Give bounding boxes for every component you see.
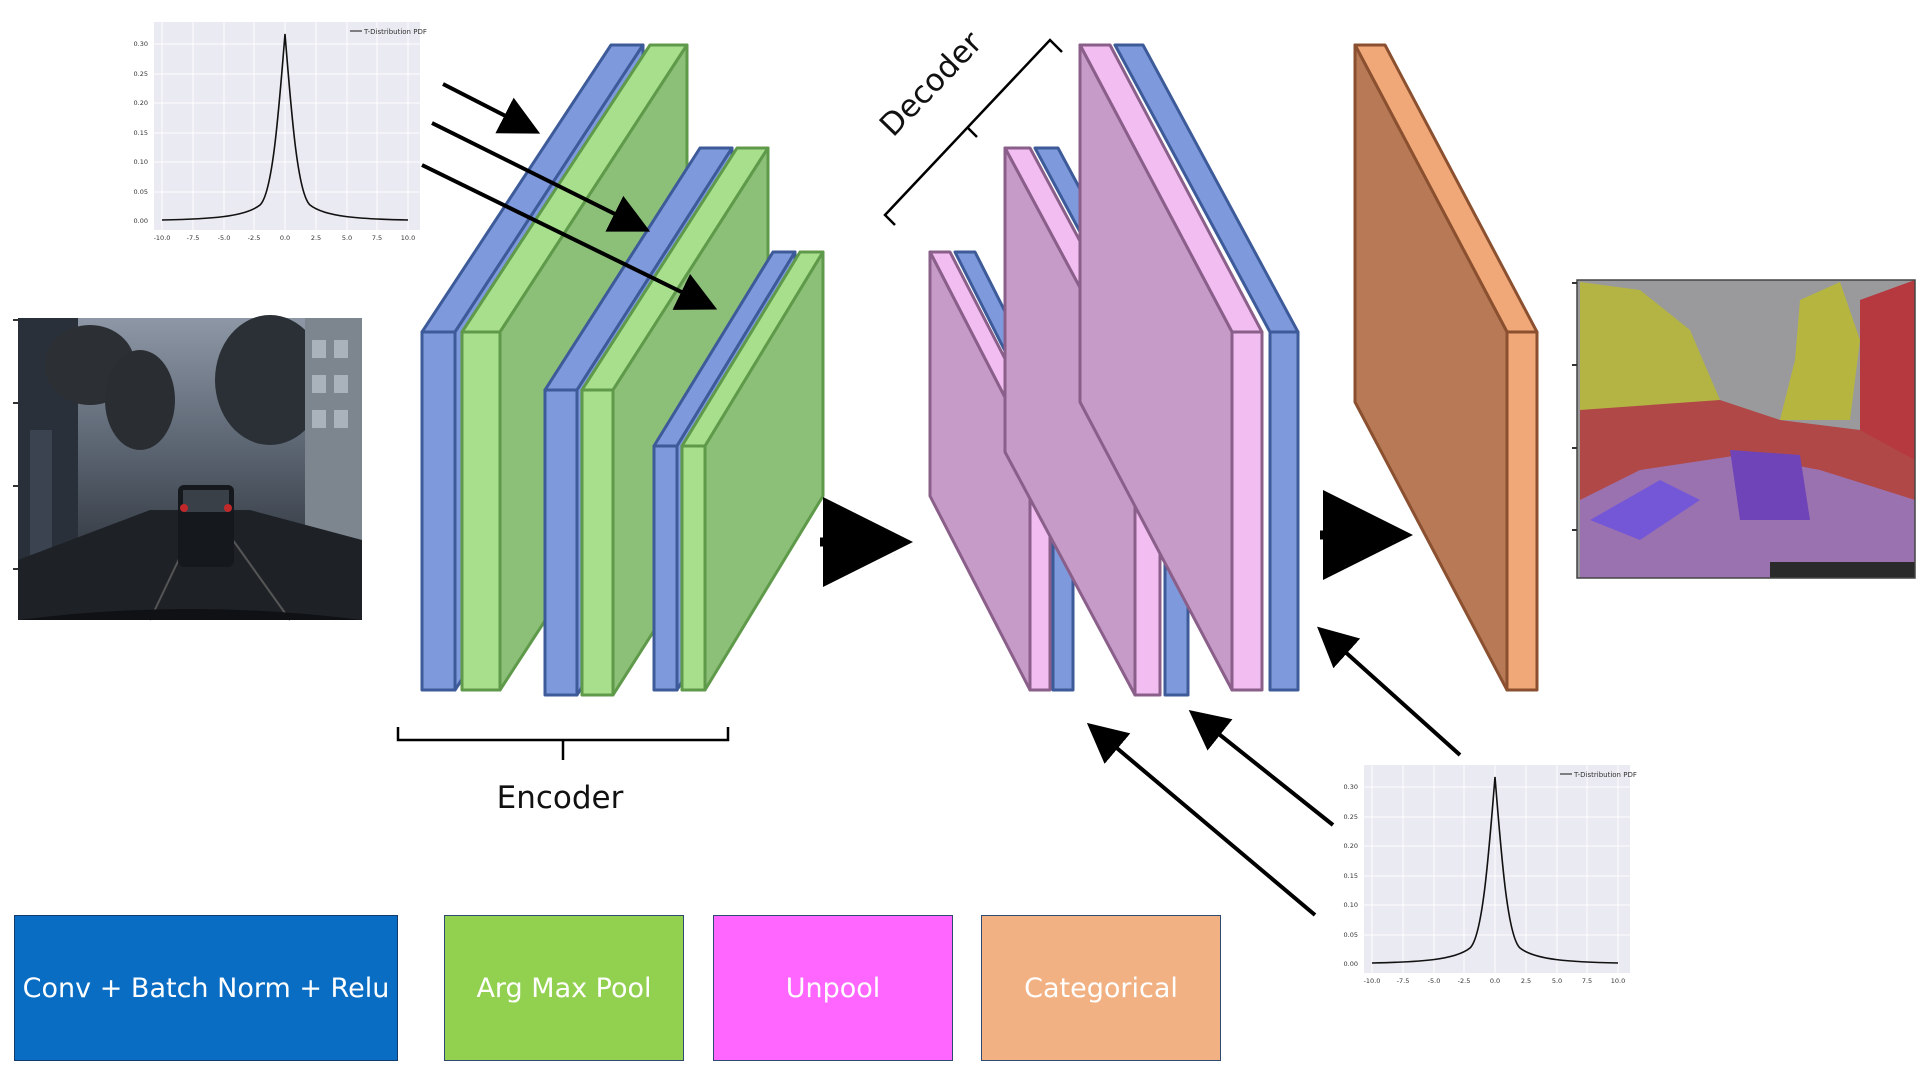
- y-tick: 0.20: [134, 99, 148, 107]
- y-tick: 0.15: [134, 129, 148, 137]
- encoder-layers: [420, 43, 825, 697]
- x-tick: 0.0: [280, 234, 290, 242]
- y-tick: 0.25: [1344, 813, 1358, 821]
- x-tick: 5.0: [342, 234, 352, 242]
- y-tick: 0.30: [134, 40, 148, 48]
- x-tick: 7.5: [1582, 977, 1592, 985]
- x-tick: 10.0: [1611, 977, 1625, 985]
- x-tick: -5.0: [218, 234, 231, 242]
- y-tick: 0.00: [134, 217, 148, 225]
- x-tick: -7.5: [1397, 977, 1410, 985]
- x-tick: -2.5: [248, 234, 261, 242]
- legend-label: Conv + Batch Norm + Relu: [22, 972, 390, 1004]
- legend-label: Unpool: [785, 972, 881, 1004]
- arrow-noise-6: [1086, 722, 1317, 917]
- x-tick: 10.0: [401, 234, 415, 242]
- x-tick: 5.0: [1552, 977, 1562, 985]
- input-street-image: [13, 315, 362, 621]
- y-tick: 0.30: [1344, 783, 1358, 791]
- arrow-noise-4: [1317, 626, 1462, 757]
- y-tick: 0.00: [1344, 960, 1358, 968]
- distribution-plot-bottom: T-Distribution PDF 0.30 0.25 0.20 0.15 0…: [1344, 765, 1637, 985]
- y-tick: 0.20: [1344, 842, 1358, 850]
- categorical-layer: [1353, 43, 1539, 692]
- encoder-brace: [396, 727, 730, 760]
- x-tick: 2.5: [1521, 977, 1531, 985]
- encoder-block-3: [652, 250, 825, 692]
- x-tick: -10.0: [154, 234, 171, 242]
- y-tick: 0.05: [1344, 931, 1358, 939]
- legend-label: Arg Max Pool: [476, 972, 652, 1004]
- legend-label: Categorical: [1024, 972, 1178, 1004]
- plot-legend-text: T-Distribution PDF: [1573, 771, 1637, 779]
- x-tick: 7.5: [372, 234, 382, 242]
- legend-arg-max-pool: Arg Max Pool: [444, 915, 684, 1061]
- arrow-noise-2: [431, 121, 651, 232]
- x-tick: 2.5: [311, 234, 321, 242]
- plot-legend-text: T-Distribution PDF: [363, 28, 427, 36]
- distribution-plot-top: T-Distribution PDF 0.30 0.25 0.20 0.15 0…: [134, 22, 427, 242]
- decoder-block-3: [1078, 43, 1300, 692]
- y-tick: 0.10: [1344, 901, 1358, 909]
- legend-conv-batchnorm-relu: Conv + Batch Norm + Relu: [14, 915, 398, 1061]
- legend-categorical: Categorical: [981, 915, 1221, 1061]
- decoder-label: Decoder: [873, 25, 990, 144]
- y-tick: 0.25: [134, 70, 148, 78]
- x-tick: 0.0: [1490, 977, 1500, 985]
- decoder-brace: [883, 38, 1063, 226]
- flow-arrows: [421, 82, 1462, 917]
- x-tick: -7.5: [187, 234, 200, 242]
- y-tick: 0.05: [134, 188, 148, 196]
- y-tick: 0.15: [1344, 872, 1358, 880]
- x-tick: -2.5: [1458, 977, 1471, 985]
- legend-unpool: Unpool: [713, 915, 953, 1061]
- output-segmentation-image: [1572, 279, 1916, 579]
- arrow-noise-5: [1188, 710, 1335, 827]
- encoder-label: Encoder: [497, 780, 624, 816]
- x-tick: -10.0: [1364, 977, 1381, 985]
- arrow-noise-3: [421, 163, 718, 310]
- arrow-noise-1: [442, 82, 541, 134]
- y-tick: 0.10: [134, 158, 148, 166]
- decoder-layers: [928, 43, 1300, 697]
- x-tick: -5.0: [1428, 977, 1441, 985]
